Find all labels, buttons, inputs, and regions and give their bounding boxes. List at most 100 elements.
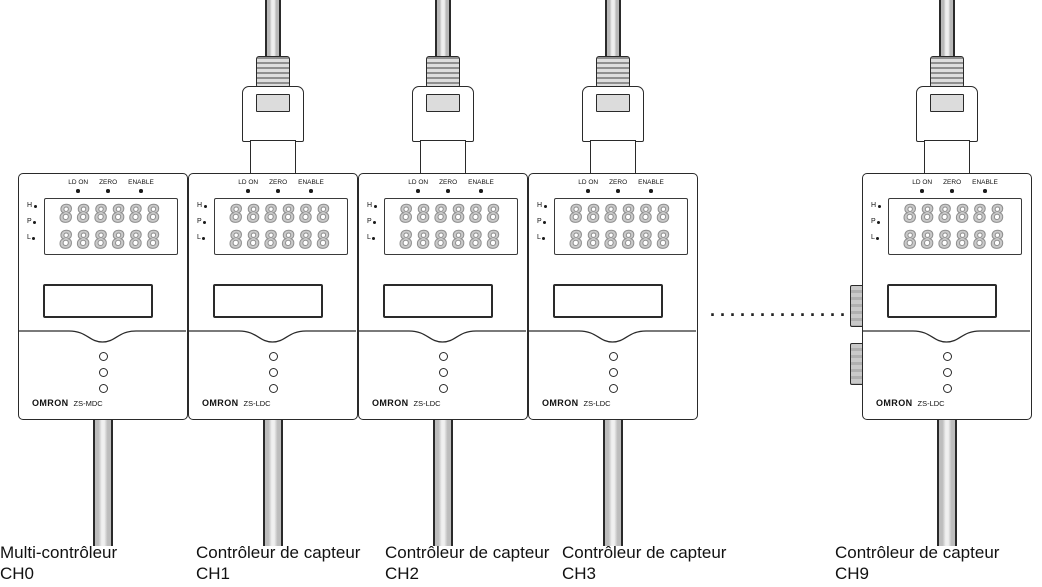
row-led-icon	[543, 220, 547, 224]
display-row-label: P	[27, 218, 37, 226]
display-row-label: P	[367, 218, 377, 226]
indicator-label: ZERO	[269, 179, 288, 186]
bottom-cable	[603, 418, 623, 546]
caption-line1: Multi-contrôleur	[0, 543, 118, 562]
top-cable-assembly	[358, 0, 528, 178]
lcd-window	[213, 284, 323, 318]
display-row-label: H	[871, 202, 881, 210]
indicator: LD ON	[408, 179, 428, 193]
panel-button	[439, 384, 448, 393]
logo-row: OMRON ZS-LDC	[372, 398, 441, 408]
indicator: LD ON	[912, 179, 932, 193]
panel-button	[269, 368, 278, 377]
indicator-label: ENABLE	[298, 179, 324, 186]
row-led-icon	[876, 236, 880, 240]
model-label: ZS-LDC	[243, 399, 271, 408]
caption-line2: CH3	[562, 564, 597, 583]
logo-row: OMRON ZS-LDC	[876, 398, 945, 408]
display-row-label: P	[871, 218, 881, 226]
display-row-label: H	[197, 202, 207, 210]
row-led-icon	[542, 236, 546, 240]
top-cable	[939, 0, 955, 58]
indicator-led-icon	[106, 189, 110, 193]
indicator-row: LD ON ZERO ENABLE	[214, 179, 348, 193]
row-led-icon	[203, 204, 207, 208]
indicator-label: ZERO	[943, 179, 962, 186]
indicator-led-icon	[586, 189, 590, 193]
panel-button	[609, 384, 618, 393]
indicator: ENABLE	[468, 179, 494, 193]
bottom-cable	[263, 418, 283, 546]
unit-caption: Contrôleur de capteur CH3	[562, 542, 792, 584]
indicator: ENABLE	[128, 179, 154, 193]
indicator-label: LD ON	[238, 179, 259, 186]
indicator-row: LD ON ZERO ENABLE	[888, 179, 1022, 193]
panel-button	[439, 352, 448, 361]
row-led-icon	[373, 204, 377, 208]
continuation-dots: ..............	[710, 300, 851, 320]
digit-row: 888888	[227, 199, 335, 228]
bottom-cable	[93, 418, 113, 546]
panel-button	[99, 352, 108, 361]
indicator-label: ZERO	[609, 179, 628, 186]
segment-display: 888888 888888	[384, 198, 518, 255]
bottom-cable	[433, 418, 453, 546]
segment-display: 888888 888888	[44, 198, 178, 255]
digit-row: 888888	[567, 199, 675, 228]
connector-latch	[426, 94, 460, 112]
digit-row: 888888	[901, 199, 1009, 228]
display-row-label: L	[367, 234, 376, 242]
indicator-led-icon	[139, 189, 143, 193]
indicator: ENABLE	[298, 179, 324, 193]
unit-caption: Contrôleur de capteur CH2	[385, 542, 615, 584]
panel-button	[269, 352, 278, 361]
controller-unit: LD ON ZERO ENABLE H P L	[358, 0, 549, 587]
indicator-label: ZERO	[99, 179, 118, 186]
caption-line2: CH9	[835, 564, 870, 583]
panel-button	[269, 384, 278, 393]
display-row-label: L	[27, 234, 36, 242]
caption-line2: CH2	[385, 564, 420, 583]
indicator: ZERO	[439, 179, 457, 193]
caption-line2: CH0	[0, 564, 35, 583]
controller-unit: LD ON ZERO ENABLE H P L	[0, 0, 188, 587]
indicator: ZERO	[99, 179, 117, 193]
digit-row: 888888	[397, 225, 505, 254]
indicator-label: ENABLE	[972, 179, 998, 186]
indicator-label: ENABLE	[468, 179, 494, 186]
brand-logo: OMRON	[542, 398, 579, 408]
panel-button	[609, 368, 618, 377]
connector-latch	[596, 94, 630, 112]
indicator-led-icon	[920, 189, 924, 193]
top-cable	[265, 0, 281, 58]
panel-button	[99, 368, 108, 377]
indicator: ZERO	[943, 179, 961, 193]
indicator-led-icon	[983, 189, 987, 193]
display-row-label: L	[871, 234, 880, 242]
panel-button	[99, 384, 108, 393]
logo-row: OMRON ZS-MDC	[32, 398, 103, 408]
display-row-label: L	[197, 234, 206, 242]
row-led-icon	[33, 204, 37, 208]
indicator-label: ENABLE	[638, 179, 664, 186]
indicator-led-icon	[479, 189, 483, 193]
controller-unit: LD ON ZERO ENABLE H P L	[835, 0, 1032, 587]
bottom-cable	[937, 418, 957, 546]
digit-row: 888888	[901, 225, 1009, 254]
top-cable	[605, 0, 621, 58]
controller-body: LD ON ZERO ENABLE H P L	[188, 173, 358, 420]
panel-button	[943, 384, 952, 393]
row-led-icon	[203, 220, 207, 224]
indicator-led-icon	[446, 189, 450, 193]
indicator-row: LD ON ZERO ENABLE	[44, 179, 178, 193]
row-led-icon	[33, 220, 37, 224]
connector-plug	[420, 140, 466, 178]
indicator: ENABLE	[638, 179, 664, 193]
digit-row: 888888	[397, 199, 505, 228]
digit-row: 888888	[567, 225, 675, 254]
indicator-led-icon	[649, 189, 653, 193]
indicator-row: LD ON ZERO ENABLE	[554, 179, 688, 193]
row-led-icon	[373, 220, 377, 224]
top-cable-assembly	[862, 0, 1032, 178]
indicator: LD ON	[68, 179, 88, 193]
